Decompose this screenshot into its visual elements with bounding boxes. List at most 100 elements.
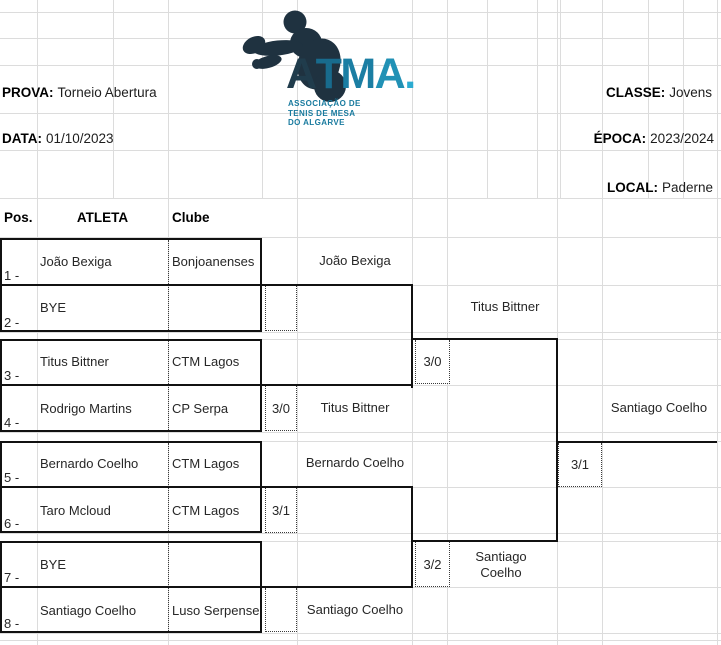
player-name: Taro Mcloud [40,503,111,518]
player-club: CTM Lagos [172,456,240,471]
gridline [262,0,263,198]
player-name: BYE [40,300,67,315]
bracket-connector [0,384,413,386]
seed-position: 4 - [4,415,20,430]
gridline [297,0,298,645]
gridline [560,0,561,198]
seed-position: 6 - [4,516,20,531]
gridline [0,237,721,238]
bracket-connector [411,540,558,542]
player-club: CP Serpa [172,401,229,416]
gridline [717,0,718,645]
gridline [0,339,721,340]
score-cell: 3/2 [415,542,450,587]
org-name: ASSOCIAÇÃO DE TENIS DE MESA DO ALGARVE [288,99,361,128]
score-cell: 3/0 [415,340,450,384]
bracket-connector [411,284,413,388]
player-club: Luso Serpense [172,603,260,618]
player-name: João Bexiga [40,254,112,269]
data-field: DATA: 01/10/2023 [2,130,114,147]
gridline [648,0,649,198]
winner-label: João Bexiga [319,253,391,268]
player-name: Titus Bittner [40,354,109,369]
local-field: LOCAL:Paderne [607,179,713,196]
bracket-connector [0,586,413,588]
local-value: Paderne [661,180,713,195]
winner-label: Santiago Coelho [306,602,404,617]
gridline [0,533,721,534]
gridline [0,65,721,66]
prova-label: PROVA: [2,85,54,100]
player-club: CTM Lagos [172,503,240,518]
brand-letter: A [286,50,317,98]
col-header-clube: Clube [172,210,210,225]
winner-label: Bernardo Coelho [305,455,405,470]
winner-label: Titus Bittner [320,400,390,415]
classe-field: CLASSE:Jovens [606,84,712,101]
data-value: 01/10/2023 [46,131,114,146]
brand-letter: A [374,50,406,98]
gridline [0,38,721,39]
winner-label: Santiago Coelho [475,549,527,580]
brand-letter: M [340,50,376,98]
bracket-connector [0,284,413,286]
col-header-pos: Pos. [4,210,33,225]
gridline [602,0,603,645]
classe-label: CLASSE: [605,85,666,100]
gridline [113,0,114,198]
seed-position: 7 - [4,570,20,585]
gridline [447,0,448,645]
epoca-field: ÉPOCA:2023/2024 [594,130,714,147]
col-header-atleta: ATLETA [76,210,129,225]
player-club: Bonjoanenses [172,254,255,269]
seed-position: 5 - [4,470,20,485]
local-label: LOCAL: [606,180,658,195]
gridline [0,640,721,641]
player-name: Rodrigo Martins [40,401,132,416]
score-cell: 3/0 [265,386,297,431]
epoca-label: ÉPOCA: [593,131,647,146]
gridline [487,0,488,198]
prova-value: Torneio Abertura [57,85,157,100]
prova-field: PROVA:Torneio Abertura [2,84,157,101]
gridline [0,441,721,442]
seed-position: 1 - [4,268,20,283]
gridline [0,150,721,151]
seed-position: 3 - [4,368,20,383]
score-cell: 3/1 [265,488,297,533]
bracket-connector [556,338,558,542]
gridline [0,113,721,114]
score-cell [265,588,297,632]
brand-letter: . [404,50,416,98]
gridline [557,0,558,645]
data-label: DATA: [2,131,42,146]
bracket-connector [556,441,717,443]
champion-label: Santiago Coelho [610,400,708,415]
epoca-value: 2023/2024 [650,131,714,146]
gridline [0,198,721,199]
player-name: BYE [40,557,67,572]
org-name-line: ASSOCIAÇÃO DE [288,99,361,108]
gridline [537,0,538,198]
gridline [683,0,684,198]
gridline [0,633,721,634]
player-name: Bernardo Coelho [40,456,139,471]
org-name-line: TENIS DE MESA [288,108,356,118]
gridline [0,541,721,542]
seed-position: 8 - [4,616,20,631]
gridline [37,0,38,645]
classe-value: Jovens [669,85,712,100]
player-name: Santiago Coelho [40,603,137,618]
table-tennis-player-icon [242,10,346,102]
gridline [0,332,721,333]
winner-label: Titus Bittner [470,299,540,314]
bracket-connector [411,338,558,340]
brand-letter: T [315,50,342,98]
seed-position: 2 - [4,315,20,330]
bracket-connector [411,486,413,588]
gridline [0,432,721,433]
gridline [0,12,721,13]
player-club: CTM Lagos [172,354,240,369]
org-name-line: DO ALGARVE [288,118,345,127]
